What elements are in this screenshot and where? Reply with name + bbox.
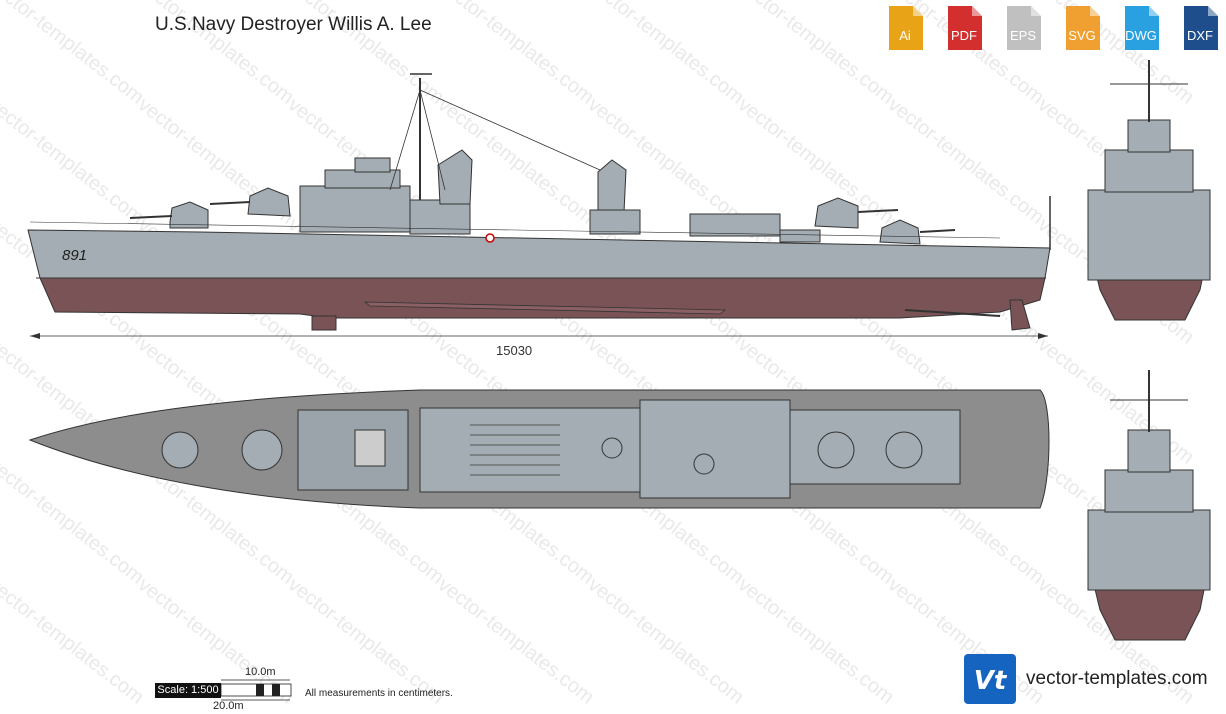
format-badge-dxf[interactable]: DXF [1180,4,1220,52]
superstructure-fwd [299,185,411,233]
side-view [27,73,1051,331]
turret-top-1 [161,431,199,469]
format-label: DXF [1187,28,1213,43]
format-label: Ai [899,28,911,43]
turret-1 [169,201,209,229]
funnel-fwd [437,149,473,205]
turret-top-2 [241,429,283,471]
format-badge-eps[interactable]: EPS [1003,4,1043,52]
hull-number: 891 [62,247,87,264]
file-icon [889,6,923,50]
rear-view [1087,370,1211,641]
format-label: EPS [1009,28,1036,43]
svg-text:Vt: Vt [974,666,1008,696]
scale-10m-label: 10.0m [245,666,276,678]
file-icon [1184,6,1218,50]
scale-20m-label: 20.0m [213,700,244,712]
file-icon [1007,6,1041,50]
scale-bar [220,679,292,701]
format-badge-pdf[interactable]: PDF [944,4,984,52]
length-dimension-label: 15030 [496,343,533,358]
brand-link[interactable]: vector-templates.com [1026,668,1208,689]
hull-bottom [39,277,1046,319]
page-title: U.S.Navy Destroyer Willis A. Lee [155,14,432,35]
format-badge-ai[interactable]: Ai [885,4,925,52]
format-label: SVG [1068,28,1096,43]
format-label: DWG [1125,28,1157,43]
file-icon [1125,6,1159,50]
top-view [28,389,1050,509]
turret-3 [814,197,859,229]
funnel-aft [597,159,627,213]
file-icon [1066,6,1100,50]
format-badge-svg[interactable]: SVG [1062,4,1102,52]
brand-logo[interactable]: Vt [964,654,1016,704]
vt-logo-icon: Vt [974,666,1008,696]
front-view [1087,60,1211,321]
format-label: PDF [951,28,977,43]
file-icon [948,6,982,50]
format-badge-dwg[interactable]: DWG [1121,4,1161,52]
measurement-note: All measurements in centimeters. [305,688,453,699]
turret-2 [247,187,291,217]
turret-4 [879,219,921,245]
hull-side [27,229,1051,279]
turret-top-4 [885,431,923,469]
length-dimension-line [30,333,1048,339]
turret-top-3 [817,431,855,469]
scale-label: Scale: 1:500 [155,683,221,698]
